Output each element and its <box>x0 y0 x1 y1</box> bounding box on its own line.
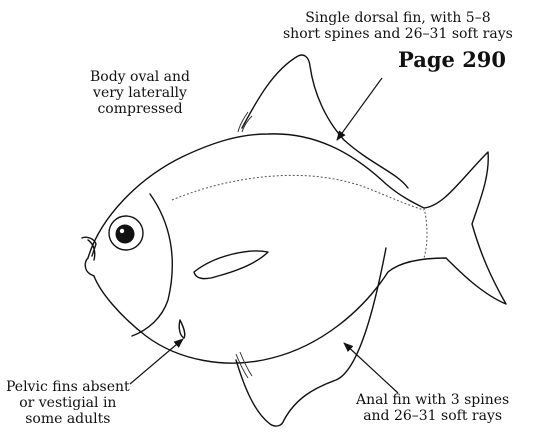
dorsal-line-1: Single dorsal fin, with 5–8 <box>283 10 513 26</box>
body-line-2: very laterally <box>90 85 190 101</box>
dorsal-fin <box>242 55 408 188</box>
pelvic-fin-annotation: Pelvic fins absent or vestigial in some … <box>6 379 130 427</box>
body-line-3: compressed <box>90 101 190 117</box>
fish-body <box>88 134 506 363</box>
dorsal-line-2: short spines and 26–31 soft rays <box>283 26 513 42</box>
page-label: Page 290 <box>398 47 506 72</box>
pelvic-line-1: Pelvic fins absent <box>6 379 130 395</box>
dorsal-fin-annotation: Single dorsal fin, with 5–8 short spines… <box>283 10 513 42</box>
pectoral-fin <box>194 251 268 279</box>
pelvic-fin <box>179 320 185 338</box>
body-annotation: Body oval and very laterally compressed <box>90 69 190 117</box>
anal-line-1: Anal fin with 3 spines <box>356 392 509 408</box>
pelvic-line-2: or vestigial in <box>6 395 130 411</box>
arrow-anal <box>344 343 398 393</box>
anal-fin-annotation: Anal fin with 3 spines and 26–31 soft ra… <box>356 392 509 424</box>
arrow-dorsal <box>337 78 382 140</box>
anal-line-2: and 26–31 soft rays <box>356 408 509 424</box>
pelvic-line-3: some adults <box>6 411 130 427</box>
body-line-1: Body oval and <box>90 69 190 85</box>
arrow-pelvic <box>130 339 183 384</box>
